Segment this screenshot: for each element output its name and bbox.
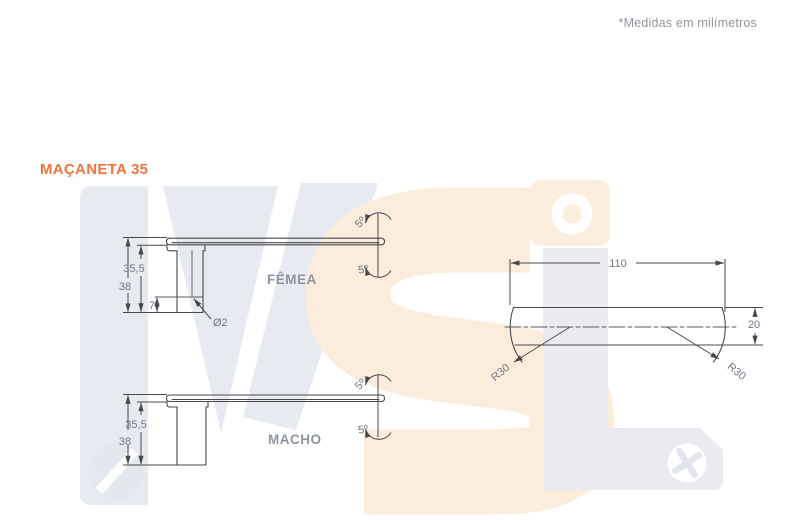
macho-dim-stem-height: 35,5 — [125, 419, 146, 431]
femea-dim-total-height: 38 — [119, 281, 131, 293]
handle-top-view-drawing: 110 20 R30 R30 — [489, 258, 763, 384]
units-note: *Medidas em milímetros — [618, 16, 757, 30]
femea-dim-hole-diameter: Ø2 — [213, 317, 228, 329]
macho-dim-total-height: 38 — [119, 436, 131, 448]
femea-dim-stem-height: 35,5 — [123, 263, 144, 275]
macho-dimensions — [123, 374, 392, 466]
femea-dimensions — [123, 212, 392, 320]
femea-side-view-drawing: 35,5 38 7 Ø2 5º 5º FÊMEA — [119, 212, 392, 329]
macho-dim-tilt-down: 5º — [357, 423, 369, 437]
watermark-letter-l — [530, 180, 723, 490]
page-title: MAÇANETA 35 — [40, 161, 149, 178]
top-dim-depth: 20 — [748, 319, 760, 331]
top-dim-radius-left: R30 — [489, 362, 512, 384]
macho-side-view-drawing: 35,5 38 5º 5º MACHO — [119, 374, 392, 466]
macho-handle-outline — [165, 394, 386, 466]
top-dim-length: 110 — [609, 258, 627, 270]
top-view-dimensions — [509, 259, 763, 363]
top-dim-radius-right: R30 — [725, 361, 748, 383]
femea-dim-hole-offset: 7 — [149, 300, 155, 312]
macho-dim-tilt-up: 5º — [353, 377, 369, 393]
femea-view-label: FÊMEA — [267, 272, 317, 287]
femea-dim-tilt-down: 5º — [357, 263, 369, 277]
femea-dim-tilt-up: 5º — [353, 215, 369, 231]
top-view-outline — [504, 306, 738, 363]
macho-view-label: MACHO — [268, 432, 322, 447]
cross-screw-icon — [667, 443, 707, 483]
femea-handle-outline — [154, 237, 386, 314]
